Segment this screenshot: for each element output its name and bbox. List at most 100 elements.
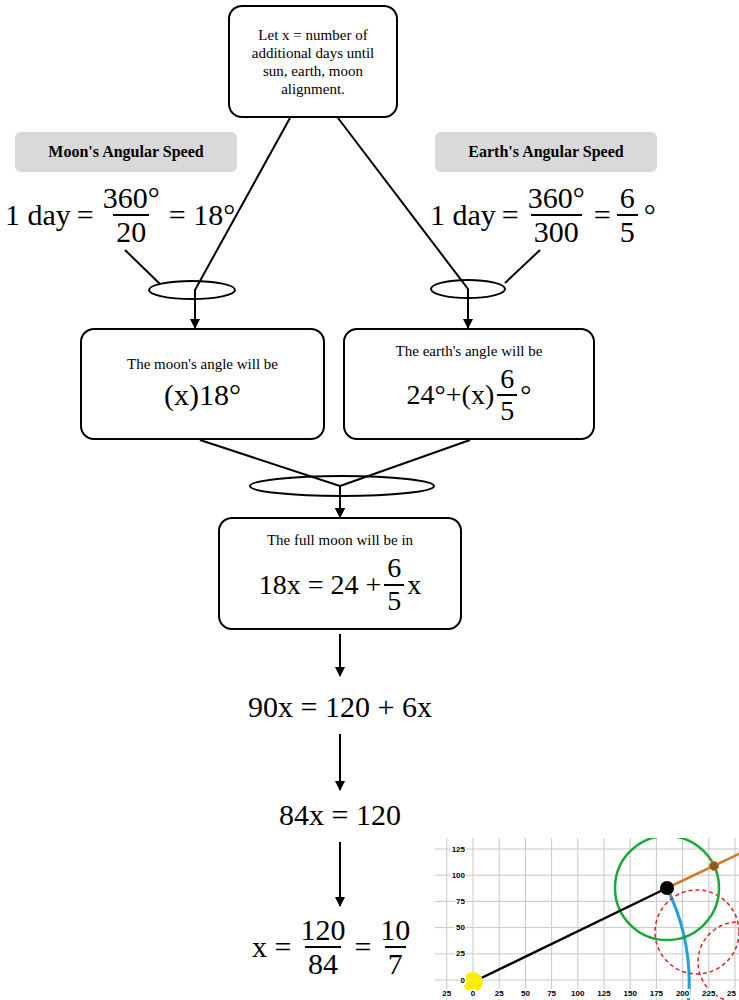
denominator: 5 [384,584,404,616]
equation-text: = [594,198,611,232]
fraction: 65 [497,364,517,426]
heading-band: Earth's Angular Speed [435,132,657,172]
grid-line [499,838,500,1000]
flow-connector [200,440,340,517]
grid-line [435,901,739,902]
grid-line [446,838,447,1000]
text-row: (x)18° [164,377,241,413]
text-row: 18x = 24 +65x [259,553,422,615]
grid-line [435,953,739,954]
text-row: 24°+(x)65° [407,364,532,426]
fraction: 107 [377,914,413,981]
axis-tick-label: 225 [701,989,716,998]
axis-tick-label: 150 [623,989,638,998]
axis-tick-label: 100 [570,989,585,998]
axis-tick-label: 200 [675,989,690,998]
axis-tick-label: 50 [520,989,531,998]
axis-tick-label: 100 [451,871,466,880]
node-text: Let x = number of additional days until … [238,26,388,98]
step-arrow [339,842,341,906]
text-row: The moon's angle will be [127,355,278,373]
result-box: The full moon will be in 18x = 24 +65x [218,517,462,630]
numerator: 6 [497,364,517,394]
denominator: 7 [385,946,406,980]
axis-tick-label: 125 [451,845,466,854]
algebra-step: 84x = 120 [279,798,401,832]
denominator: 5 [617,214,638,248]
node-formula: (x)18° [164,377,241,413]
feeder-line [505,250,540,283]
algebra-step: 90x = 120 + 6x [248,690,432,724]
grid-line [735,838,736,1000]
node-formula: 18x = 24 + [259,568,382,602]
numerator: 6 [384,553,404,583]
moon-orbit-circle [615,838,719,940]
equation-text: = [354,930,371,964]
node-formula: 24°+(x) [407,378,495,412]
premise-box: Let x = number of additional days until … [228,5,398,118]
fraction: 12084 [297,914,348,981]
equation-text: 90x = 120 + 6x [248,690,432,724]
speed-equation: 1 day=360°20= 18° [5,182,235,249]
equation-text: = 18° [169,198,235,232]
orbit-graph [435,838,739,1000]
flow-connector [340,440,470,517]
numerator: 360° [525,182,588,214]
equation-text: = [502,198,519,232]
fraction: 65 [384,553,404,615]
numerator: 120 [297,914,348,946]
grid-line [577,838,578,1000]
text-row: Let x = number of additional days until … [238,26,388,98]
node-text: The full moon will be in [267,531,413,549]
axis-tick-label: 75 [455,897,466,906]
node-formula: ° [520,378,531,412]
text-row: The full moon will be in [267,531,413,549]
text-row: Moon's Angular Speed [48,142,203,161]
heading-band: Moon's Angular Speed [15,132,237,172]
node-text: The earth's angle will be [396,342,543,360]
denominator: 20 [113,214,149,248]
numerator: 10 [377,914,413,946]
axis-tick-label: 25 [455,949,466,958]
moon-dot [710,862,719,871]
algebra-step: x =12084=107 [252,914,413,981]
denominator: 300 [531,214,582,248]
alignment-line [667,851,739,888]
node-text: The moon's angle will be [127,355,278,373]
axis-tick-label: 0 [460,976,466,985]
fraction: 65 [617,182,638,249]
equation-text: ° [644,198,656,232]
equation-text: 84x = 120 [279,798,401,832]
fraction: 360°300 [525,182,588,249]
step-arrow [339,634,341,676]
numerator: 6 [617,182,638,214]
fraction: 360°20 [100,182,163,249]
process-box: The earth's angle will be 24°+(x)65° [343,328,595,440]
process-box: The moon's angle will be (x)18° [80,328,325,440]
text-row: The earth's angle will be [396,342,543,360]
equation-text: = [77,198,94,232]
axis-tick-label: 0 [470,989,476,998]
grid-line [656,838,657,1000]
axis-tick-label: 25 [441,989,452,998]
text-row: Earth's Angular Speed [468,142,623,161]
axis-tick-label: 50 [455,923,466,932]
axis-tick-label: 125 [596,989,611,998]
equation-text: x = [252,930,291,964]
axis-tick-label: 25 [726,989,737,998]
numerator: 360° [100,182,163,214]
speed-equation: 1 day=360°300=65° [430,182,656,249]
funnel-ellipse [149,281,235,299]
earth-dot [660,881,674,895]
red-dashed-circle [655,890,739,974]
grid-line [551,838,552,1000]
axis-tick-label: 25 [494,989,505,998]
node-formula: x [407,568,421,602]
step-arrow [339,734,341,790]
denominator: 5 [497,394,517,426]
grid-line [525,838,526,1000]
sun-earth-line [473,888,667,982]
red-dashed-circle [698,922,739,1000]
earth-orbit-arc [667,888,689,1000]
axis-tick-label: 75 [546,989,557,998]
